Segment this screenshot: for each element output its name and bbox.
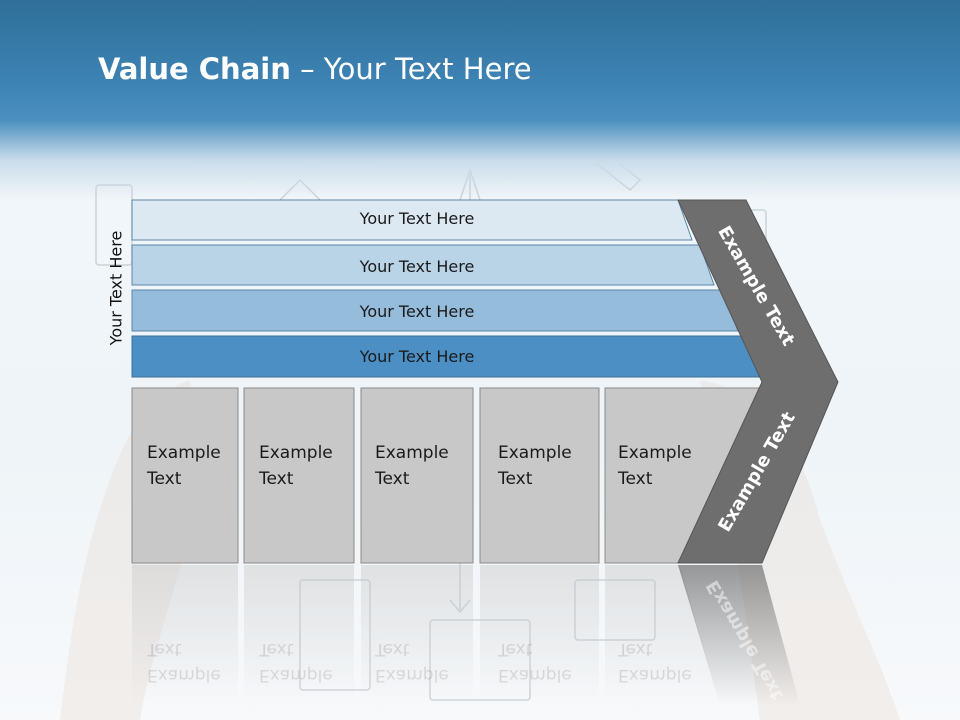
box-reflection-4-line1: Example <box>498 665 572 685</box>
stripe-label-2: Your Text Here <box>359 257 475 276</box>
box-shape-1 <box>131 387 239 564</box>
stripe-label-4: Your Text Here <box>359 347 475 366</box>
box-reflection-1-line2: Text <box>147 639 182 659</box>
slide-title: Value Chain – Your Text Here <box>98 52 532 86</box>
box-reflection-3-line1: Example <box>375 665 449 685</box>
box-shape-3 <box>360 387 474 564</box>
box-reflection-2-line2: Text <box>259 639 294 659</box>
reflection-group <box>132 565 800 705</box>
stripe-shape-1 <box>131 199 693 241</box>
title-rest: – Your Text Here <box>290 52 532 86</box>
box-reflection-2-line1: Example <box>259 665 333 685</box>
box-reflection-2: Example Text <box>259 636 333 688</box>
box-shape-2 <box>243 387 355 564</box>
box-reflection-5-line1: Example <box>618 665 692 685</box>
chevron-shape <box>677 199 839 564</box>
box-reflection-4: Example Text <box>498 636 572 688</box>
box-reflection-1-line1: Example <box>147 665 221 685</box>
box-reflection-5-line2: Text <box>618 639 653 659</box>
box-label-2-line2: Text <box>259 469 294 489</box>
box-label-1-line1: Example <box>147 443 221 463</box>
box-label-2-line1: Example <box>259 443 333 463</box>
box-shape-4 <box>479 387 600 564</box>
box-reflection-4-line2: Text <box>498 639 533 659</box>
box-label-5-line2: Text <box>618 469 653 489</box>
box-label-1-line2: Text <box>147 469 182 489</box>
box-reflection-1: Example Text <box>147 636 221 688</box>
title-bold: Value Chain <box>98 52 291 86</box>
box-label-4-line1: Example <box>498 443 572 463</box>
stripe-label-3: Your Text Here <box>359 302 475 321</box>
box-reflection-3-line2: Text <box>375 639 410 659</box>
side-label: Your Text Here <box>106 230 126 346</box>
box-reflection-5: Example Text <box>618 636 692 688</box>
box-label-5-line1: Example <box>618 443 692 463</box>
box-label-3-line1: Example <box>375 443 449 463</box>
box-reflection-3: Example Text <box>375 636 449 688</box>
box-label-3-line2: Text <box>375 469 410 489</box>
title-band <box>0 0 960 200</box>
box-label-4-line2: Text <box>498 469 533 489</box>
stripe-label-1: Your Text Here <box>359 209 475 228</box>
stripe-shape-2 <box>131 244 715 286</box>
